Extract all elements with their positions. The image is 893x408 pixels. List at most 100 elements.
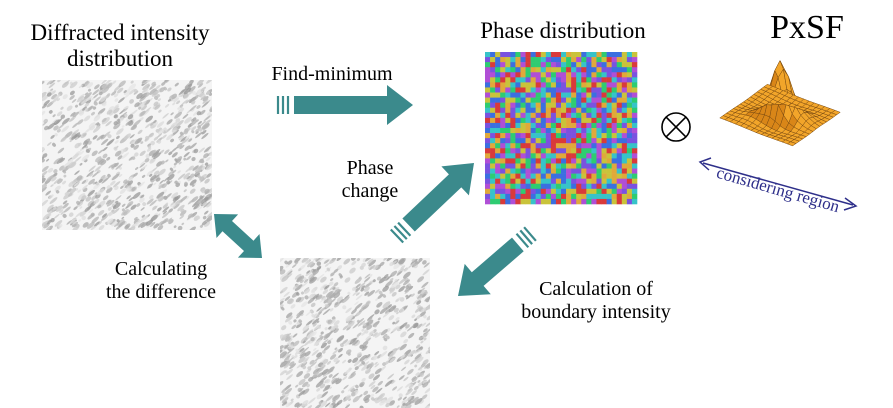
speckle-grain xyxy=(312,371,319,378)
speckle-grain xyxy=(92,135,98,140)
speckle-grain xyxy=(300,291,305,295)
phase-cell xyxy=(621,198,628,205)
speckle-grain xyxy=(162,210,168,215)
speckle-grain xyxy=(42,153,48,158)
phase-cell xyxy=(550,168,557,174)
speckle-grain xyxy=(411,258,415,262)
speckle-grain xyxy=(122,107,128,113)
speckle-grain xyxy=(166,180,171,185)
speckle-grain xyxy=(206,91,211,95)
phase-cell xyxy=(566,183,572,190)
speckle-grain xyxy=(323,298,329,304)
speckle-grain xyxy=(133,89,138,93)
phase-cell xyxy=(616,57,623,63)
phase-cell xyxy=(490,67,496,73)
phase-cell xyxy=(606,163,612,169)
speckle-grain xyxy=(356,352,362,357)
phase-cell xyxy=(606,52,612,58)
speckle-grain xyxy=(141,214,145,218)
phase-cell xyxy=(621,92,628,98)
speckle-grain xyxy=(296,323,302,329)
speckle-grain xyxy=(342,296,350,304)
speckle-grain xyxy=(167,217,173,223)
speckle-grain xyxy=(105,199,112,205)
speckle-grain xyxy=(416,372,421,376)
phase-cell xyxy=(576,97,582,103)
phase-cell xyxy=(520,117,526,124)
speckle-grain xyxy=(374,309,380,315)
speckle-grain xyxy=(281,333,290,341)
phase-cell xyxy=(581,198,587,205)
phase-cell xyxy=(591,117,597,124)
speckle-grain xyxy=(107,207,112,211)
phase-cell xyxy=(601,168,607,174)
speckle-grain xyxy=(316,261,322,266)
speckle-grain xyxy=(287,260,293,265)
speckle-grain xyxy=(202,128,206,132)
speckle-grain xyxy=(347,291,351,295)
speckle-grain xyxy=(82,106,87,111)
speckle-grain xyxy=(312,368,320,375)
phase-cell xyxy=(545,97,552,103)
phase-cell xyxy=(581,107,587,114)
speckle-grain xyxy=(53,172,58,177)
speckle-grain xyxy=(285,268,293,275)
phase-cell xyxy=(510,52,516,58)
speckle-grain xyxy=(149,199,157,207)
phase-cell xyxy=(566,133,572,139)
phase-cell xyxy=(495,158,501,164)
phase-cell xyxy=(576,117,582,124)
speckle-grain xyxy=(396,405,400,408)
speckle-grain xyxy=(330,278,334,282)
phase-cell xyxy=(530,193,536,200)
phase-cell xyxy=(631,133,638,139)
speckle-grain xyxy=(285,312,293,319)
speckle-grain xyxy=(377,317,381,321)
phase-cell xyxy=(611,143,618,149)
phase-cell xyxy=(581,92,587,98)
phase-cell xyxy=(601,128,607,134)
phase-cell xyxy=(571,107,577,114)
speckle-grain xyxy=(146,80,152,83)
speckle-grain xyxy=(74,156,82,163)
phase-cell xyxy=(515,163,521,169)
speckle-grain xyxy=(303,356,310,363)
phase-cell xyxy=(591,193,597,200)
phase-cell xyxy=(626,198,633,205)
speckle-grain xyxy=(94,221,100,227)
phase-cell xyxy=(525,128,531,134)
speckle-grain xyxy=(322,385,331,392)
phase-cell xyxy=(631,163,638,169)
speckle-grain xyxy=(307,366,312,371)
speckle-grain xyxy=(193,148,199,154)
phase-cell xyxy=(616,148,623,154)
phase-cell xyxy=(535,107,542,114)
speckle-grain xyxy=(422,260,427,265)
phase-cell xyxy=(586,168,592,174)
phase-cell xyxy=(555,128,562,134)
speckle-grain xyxy=(196,198,204,206)
phase-cell xyxy=(596,57,602,63)
phase-cell xyxy=(611,87,618,93)
phase-cell xyxy=(505,67,511,73)
speckle-grain xyxy=(382,285,389,292)
speckle-grain xyxy=(356,258,360,262)
phase-cell xyxy=(591,112,597,119)
speckle-grain xyxy=(94,165,102,172)
speckle-grain xyxy=(405,382,411,388)
speckle-grain xyxy=(206,202,212,208)
phase-cell xyxy=(525,87,531,93)
phase-cell xyxy=(550,97,557,103)
speckle-grain xyxy=(150,214,158,222)
speckle-grain xyxy=(95,182,100,186)
calculating-difference-line2: the difference xyxy=(105,281,217,303)
phase-cell xyxy=(601,183,607,190)
speckle-grain xyxy=(374,289,380,294)
phase-cell xyxy=(566,52,572,58)
speckle-grain xyxy=(361,345,368,351)
speckle-grain xyxy=(125,121,131,126)
speckle-grain xyxy=(419,311,426,317)
phase-cell xyxy=(555,62,562,68)
speckle-grain xyxy=(106,109,113,115)
phase-cell xyxy=(576,168,582,174)
